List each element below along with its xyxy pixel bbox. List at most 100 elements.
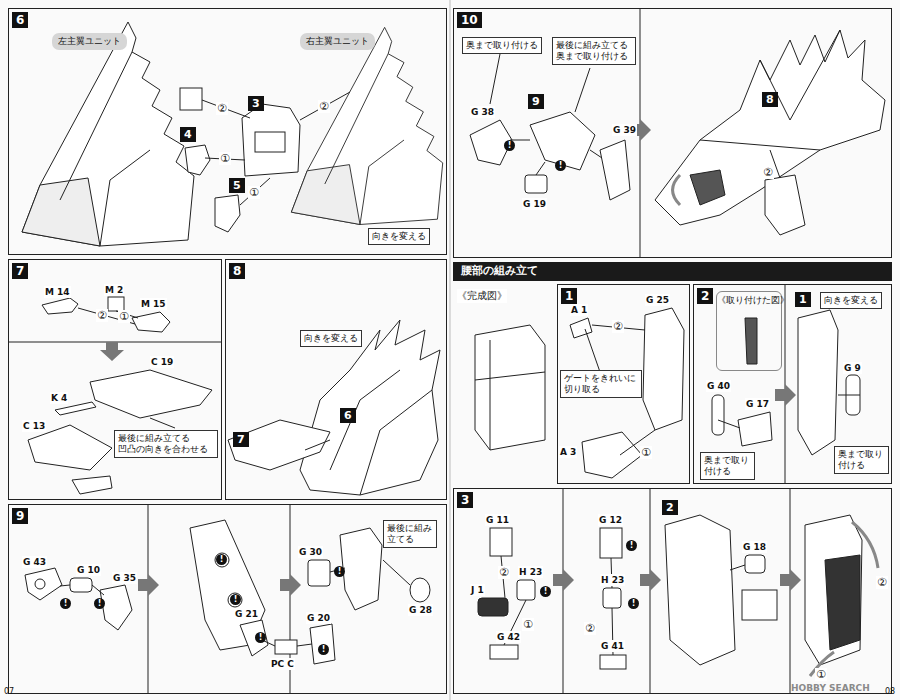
part-illustration xyxy=(100,585,132,630)
part-illustration xyxy=(530,112,595,170)
part-number: G 40 xyxy=(706,380,731,392)
instruction-note: ゲートをきれいに切り取る xyxy=(560,370,642,398)
caution-mark: ! xyxy=(60,598,71,609)
part-number: C 13 xyxy=(22,420,46,432)
part-number: M 14 xyxy=(44,286,71,298)
step-order-number: ① xyxy=(815,668,827,681)
caution-mark: ! xyxy=(504,140,515,151)
assembly-line xyxy=(838,395,860,396)
assembly-line xyxy=(383,560,410,585)
part-number: G 25 xyxy=(645,294,670,306)
part-illustration xyxy=(712,395,724,435)
step-order-number: ① xyxy=(219,152,231,165)
step-arrow xyxy=(100,342,124,361)
note-text: 最後に組み立てる 奥まで取り付ける xyxy=(556,40,632,62)
caution-mark: ! xyxy=(255,632,266,643)
instruction-note: 奥まで取り付ける xyxy=(462,37,542,54)
subassembly-number-text: 6 xyxy=(340,408,356,423)
part-illustration xyxy=(340,528,382,610)
wing-illustration xyxy=(228,420,330,470)
step-panel: 10奥まで取り付ける最後に組み立てる 奥まで取り付ける98 xyxy=(453,8,892,258)
step-order-number: ① xyxy=(118,310,130,323)
step-number: 1 xyxy=(561,288,577,304)
note-text: 奥まで取り付ける xyxy=(466,40,538,51)
part-illustration xyxy=(35,579,45,589)
step-order-number: ② xyxy=(498,566,510,579)
part-illustration xyxy=(410,578,430,602)
wing-illustration xyxy=(291,165,360,225)
note-text: 最後に組み立てる xyxy=(387,523,433,545)
part-number: G 30 xyxy=(298,546,323,558)
part-number: C 19 xyxy=(150,356,174,368)
instruction-note: 向きを変える xyxy=(300,330,362,347)
instruction-note: 最後に組み立てる 凹凸の向きを合わせる xyxy=(114,430,218,458)
assembly-line xyxy=(78,308,135,324)
step-panel: 32 xyxy=(453,488,892,694)
part-illustration xyxy=(215,195,240,232)
unit-name: 左主翼ユニット xyxy=(58,35,121,48)
part-number: M 2 xyxy=(104,284,124,296)
part-illustration xyxy=(108,297,124,311)
part-number: H 23 xyxy=(518,566,543,578)
step-number: 7 xyxy=(12,263,28,279)
part-illustration xyxy=(490,645,518,659)
part-illustration xyxy=(805,515,862,665)
page-number: 08 xyxy=(884,686,896,698)
part-illustration xyxy=(310,624,335,664)
part-illustration xyxy=(180,88,202,110)
step-order-number: ② xyxy=(216,102,228,115)
part-illustration xyxy=(25,568,62,600)
unit-tag: 右主翼ユニット xyxy=(300,33,375,50)
part-number: G 9 xyxy=(843,362,862,374)
part-illustration xyxy=(132,312,170,332)
step-order-number: ② xyxy=(96,309,108,322)
part-number: G 11 xyxy=(485,514,510,526)
part-illustration xyxy=(825,555,860,650)
step-number: 6 xyxy=(12,12,28,28)
part-illustration xyxy=(665,515,735,665)
divider-line xyxy=(148,504,149,694)
step-arrow xyxy=(780,569,801,591)
part-number: G 19 xyxy=(522,198,547,210)
subassembly-number: 1 xyxy=(795,292,811,307)
section-header: 腰部の組み立て xyxy=(453,262,892,281)
part-number: G 17 xyxy=(745,398,770,410)
assembly-line xyxy=(305,440,330,450)
instruction-note: 奥まで取り付ける xyxy=(834,446,889,474)
step-arrow xyxy=(138,574,159,596)
step-number: 9 xyxy=(12,508,28,524)
caution-mark: ! xyxy=(230,594,241,605)
caution-mark: ! xyxy=(94,598,105,609)
note-text: 向きを変える xyxy=(372,231,426,242)
part-number: G 38 xyxy=(470,106,495,118)
wing-illustration xyxy=(22,22,194,246)
wing-illustration xyxy=(700,30,840,150)
part-illustration xyxy=(490,528,512,556)
subassembly-number-text: 4 xyxy=(180,127,196,142)
wing-illustration xyxy=(22,22,194,246)
part-illustration xyxy=(42,298,78,314)
part-illustration xyxy=(478,598,508,616)
unit-name: 右主翼ユニット xyxy=(306,35,369,48)
part-number: G 43 xyxy=(22,556,47,568)
part-number: G 41 xyxy=(600,640,625,652)
part-number: G 28 xyxy=(408,604,433,616)
subassembly-number-text: 7 xyxy=(233,432,249,447)
watermark: HOBBY SEARCH xyxy=(790,682,871,694)
part-illustration xyxy=(745,555,765,573)
part-illustration xyxy=(72,476,112,494)
page-gutter xyxy=(450,0,451,700)
part-number: M 15 xyxy=(140,298,167,310)
wing-illustration xyxy=(765,175,805,235)
part-illustration xyxy=(582,432,642,478)
subassembly-number: 3 xyxy=(248,96,264,111)
step-arrow xyxy=(100,119,801,596)
wing-illustration xyxy=(291,27,442,224)
wing-illustration xyxy=(291,27,442,224)
panel-title: 《完成図》 xyxy=(457,289,507,303)
subassembly-number: 5 xyxy=(229,178,245,193)
assembly-line xyxy=(60,54,878,676)
caution-mark: ! xyxy=(318,644,329,655)
